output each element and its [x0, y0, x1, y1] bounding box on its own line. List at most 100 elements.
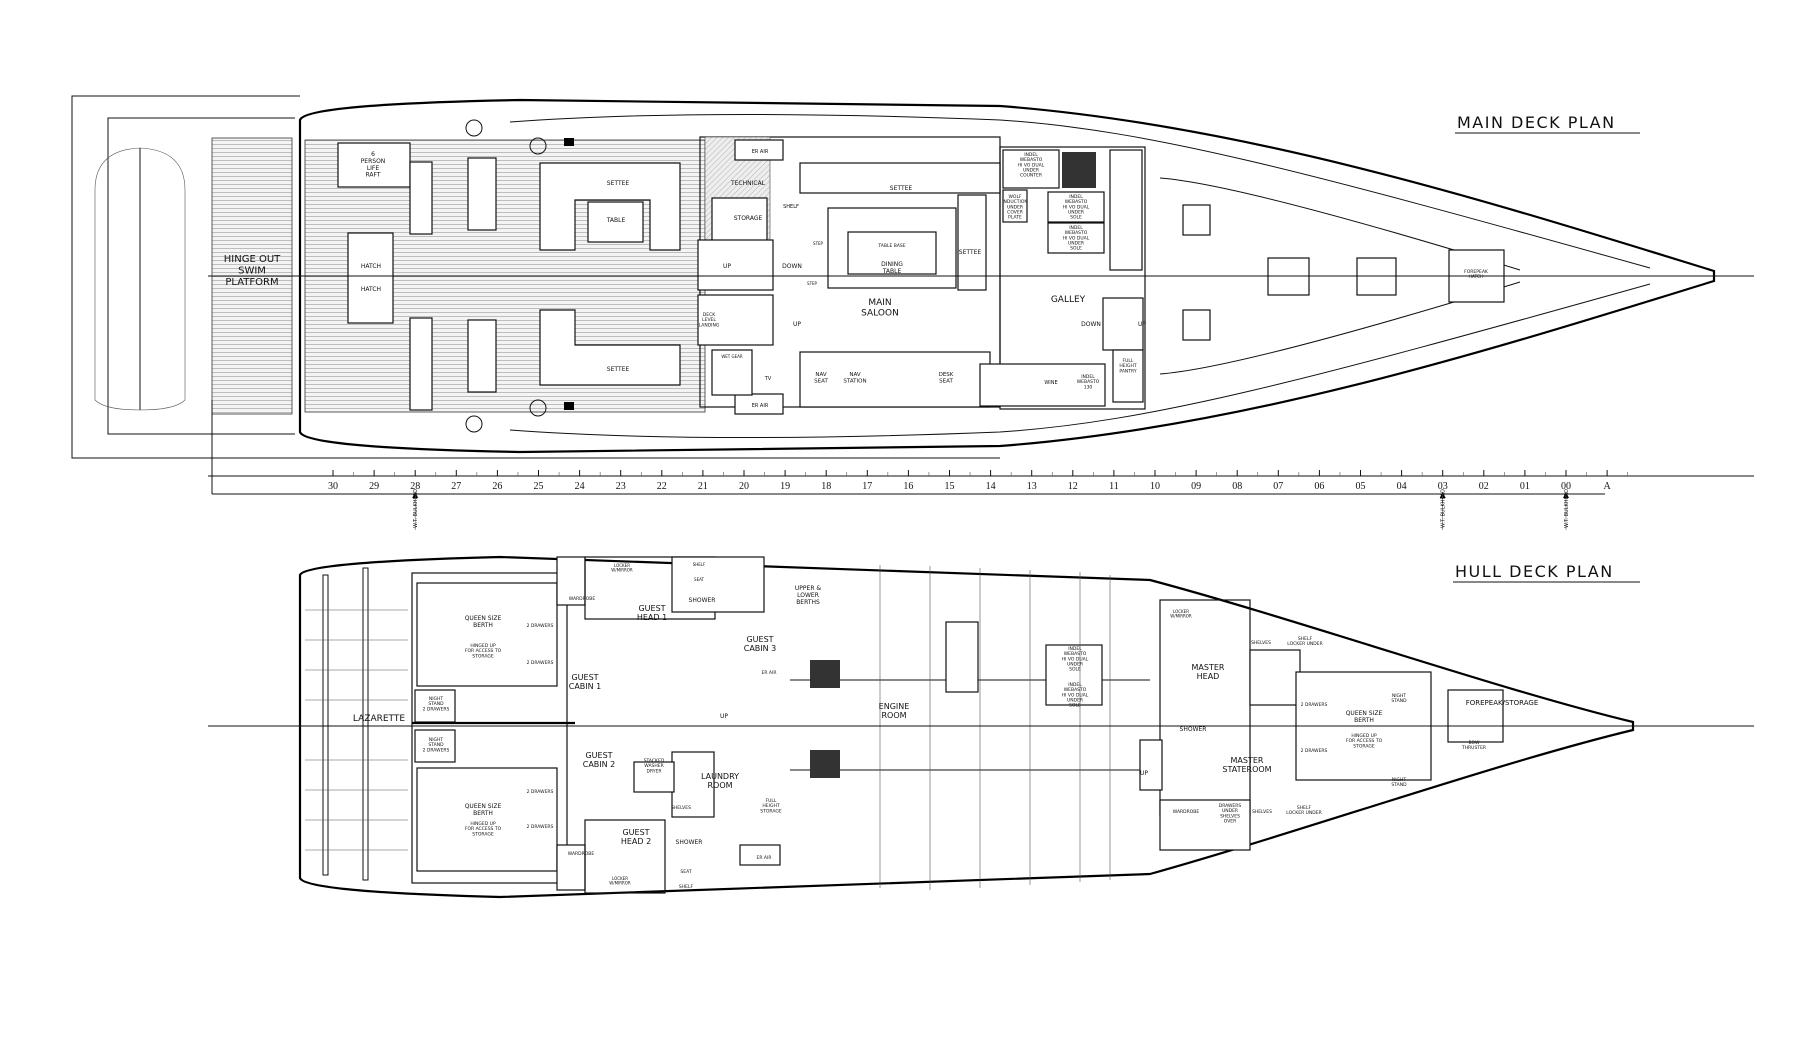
label-line: NIGHT: [429, 737, 444, 743]
label-line: UNDER: [1067, 698, 1083, 704]
label-table-base: TABLE BASE: [877, 243, 905, 249]
label-line: ER AIR: [752, 403, 769, 409]
label-drawers-master-b: 2 DRAWERS: [1301, 748, 1328, 754]
station-label: 23: [616, 481, 626, 492]
label-line: CABIN 3: [744, 644, 777, 653]
beam-dimension-frame: [107, 117, 295, 435]
bulkhead-label: W.T. BULKHEAD: [413, 489, 419, 528]
label-line: UNDER: [1023, 168, 1039, 174]
station-label: 03: [1438, 481, 1448, 492]
label-line: BOW: [1469, 740, 1481, 746]
wardrobe-master-box: [1159, 799, 1251, 851]
vent-icon: [564, 138, 574, 146]
label-line: WET GEAR: [721, 354, 743, 359]
label-tv: TV: [764, 376, 772, 382]
bow-thruster-box: [1447, 689, 1504, 743]
label-line: BERTH: [1354, 717, 1374, 724]
label-table-cockpit: TABLE: [606, 217, 626, 224]
label-line: HINGED UP: [1351, 733, 1377, 739]
label-line: STORAGE: [1353, 743, 1375, 749]
label-line: 2 DRAWERS: [1301, 702, 1328, 708]
station-label: 22: [657, 481, 667, 492]
label-settee-saloon-fwd: SETTEE: [959, 249, 982, 256]
label-line: SOLE: [1070, 215, 1082, 221]
label-line: TABLE BASE: [877, 243, 905, 249]
label-line: BERTH: [473, 810, 493, 817]
label-line: TV: [764, 376, 772, 382]
guest-head-2-walls: [584, 819, 666, 894]
bulkhead-label: W.T. BULKHEAD: [1441, 489, 1447, 528]
label-line: HEAD 1: [637, 613, 667, 622]
station-label: 07: [1273, 481, 1283, 492]
label-line: TECHNICAL: [730, 180, 766, 187]
station-label: 19: [780, 481, 790, 492]
vent-icon: [564, 402, 574, 410]
station-label: 12: [1068, 481, 1078, 492]
label-line: RAFT: [365, 172, 380, 179]
label-line: UNDER: [1067, 662, 1083, 668]
label-line: HATCH: [1468, 274, 1483, 280]
label-line: ENGINE: [879, 702, 910, 711]
label-line: LOCKER UNDER: [1287, 641, 1322, 647]
tender-outline: [94, 147, 186, 411]
label-line: 2 DRAWERS: [1301, 748, 1328, 754]
label-line: WOLF: [1008, 194, 1021, 200]
label-line: STACKED: [644, 758, 665, 764]
main-deck-title: MAIN DECK PLAN: [1457, 113, 1616, 132]
label-line: WARDROBE: [1173, 809, 1200, 815]
label-line: HEIGHT: [762, 803, 779, 809]
label-line: SHELF: [783, 204, 799, 210]
label-line: COVER: [1007, 210, 1023, 216]
label-line: INDUCTION: [1002, 199, 1028, 205]
label-line: UP: [1140, 770, 1148, 777]
queen-berth-2-box: [416, 767, 558, 872]
label-line: SHOWER: [1180, 726, 1207, 733]
station-label: 25: [534, 481, 544, 492]
label-stair-up: UP: [723, 263, 731, 270]
fridge-under-counter: [1002, 149, 1060, 189]
label-hull-up-2: UP: [1140, 770, 1148, 777]
settee-port: [539, 309, 681, 386]
bulkhead-label: W.T. BULKHEAD: [1564, 489, 1570, 528]
label-line: DESK: [939, 372, 954, 378]
label-line: SHELF: [1298, 636, 1313, 642]
pantry-box: [1112, 349, 1144, 403]
label-line: GUEST: [638, 604, 665, 613]
label-line: LAUNDRY: [701, 772, 739, 781]
label-line: 2 DRAWERS: [527, 824, 554, 830]
label-line: STORAGE: [472, 653, 494, 659]
galley-counter-fwd: [1109, 149, 1143, 271]
label-line: QUEEN SIZE: [465, 615, 502, 622]
fridge-hull-box: [1045, 644, 1103, 706]
main-deck-plan: MAIN DECK PLAN: [71, 95, 1754, 459]
label-line: INDEL: [1024, 152, 1038, 158]
fridge-sole-2-box: [1047, 222, 1105, 254]
label-line: 130: [1084, 384, 1093, 390]
hull-deck-plan: HULL DECK PLAN: [208, 555, 1754, 899]
foredeck-line: [1159, 177, 1521, 375]
label-line: FOR ACCESS TO: [1346, 738, 1383, 744]
label-line: 6: [371, 151, 375, 158]
label-line: HINGED UP: [470, 821, 496, 827]
station-label: 13: [1027, 481, 1037, 492]
label-line: LAZARETTE: [353, 714, 405, 724]
winch-icon: [465, 119, 483, 137]
saloon-settee-fwd: [957, 194, 987, 291]
label-line: STAND: [428, 742, 444, 748]
station-label: A: [1603, 481, 1611, 492]
